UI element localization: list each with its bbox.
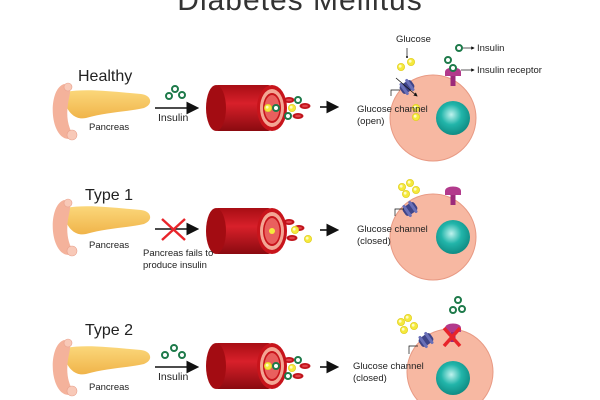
insulin-molecules <box>161 344 186 359</box>
glucose-channel-label: Glucose channel <box>353 361 424 372</box>
glucose-channel-label: Glucose channel <box>357 224 428 235</box>
glucose-channel-label: Glucose channel <box>357 104 428 115</box>
legend-insulin-receptor: Insulin receptor <box>477 65 542 76</box>
insulin-arrow-label: Insulin <box>158 112 189 124</box>
row-title-type2: Type 2 <box>85 322 134 339</box>
legend-insulin: Insulin <box>477 43 505 54</box>
blocked-icon <box>161 218 186 241</box>
nucleus-icon <box>436 220 470 254</box>
glucose-channel-state: (closed) <box>353 373 387 384</box>
nucleus-icon <box>436 101 470 135</box>
pancreas-fails-label: Pancreas fails to <box>143 248 214 259</box>
glucose-channel-state: (closed) <box>357 236 391 247</box>
pancreas-label: Pancreas <box>89 122 130 133</box>
pancreas-fails-label-2: produce insulin <box>143 260 207 271</box>
legend-glucose: Glucose <box>396 34 431 45</box>
pancreas-label: Pancreas <box>89 382 130 393</box>
blocked-receptor-icon <box>442 326 462 348</box>
row-type2 <box>52 296 494 400</box>
glucose-channel-state: (open) <box>357 116 385 127</box>
nucleus-icon <box>436 361 470 395</box>
insulin-molecules <box>165 85 186 100</box>
cell-icon <box>389 74 477 162</box>
pancreas-label: Pancreas <box>89 240 130 251</box>
row-title-healthy: Healthy <box>78 68 133 85</box>
diagram-title: Diabetes Mellitus <box>177 0 423 17</box>
insulin-arrow-label: Insulin <box>158 371 189 383</box>
row-title-type1: Type 1 <box>85 187 134 204</box>
row-type1 <box>52 178 477 281</box>
row-healthy <box>52 44 477 162</box>
